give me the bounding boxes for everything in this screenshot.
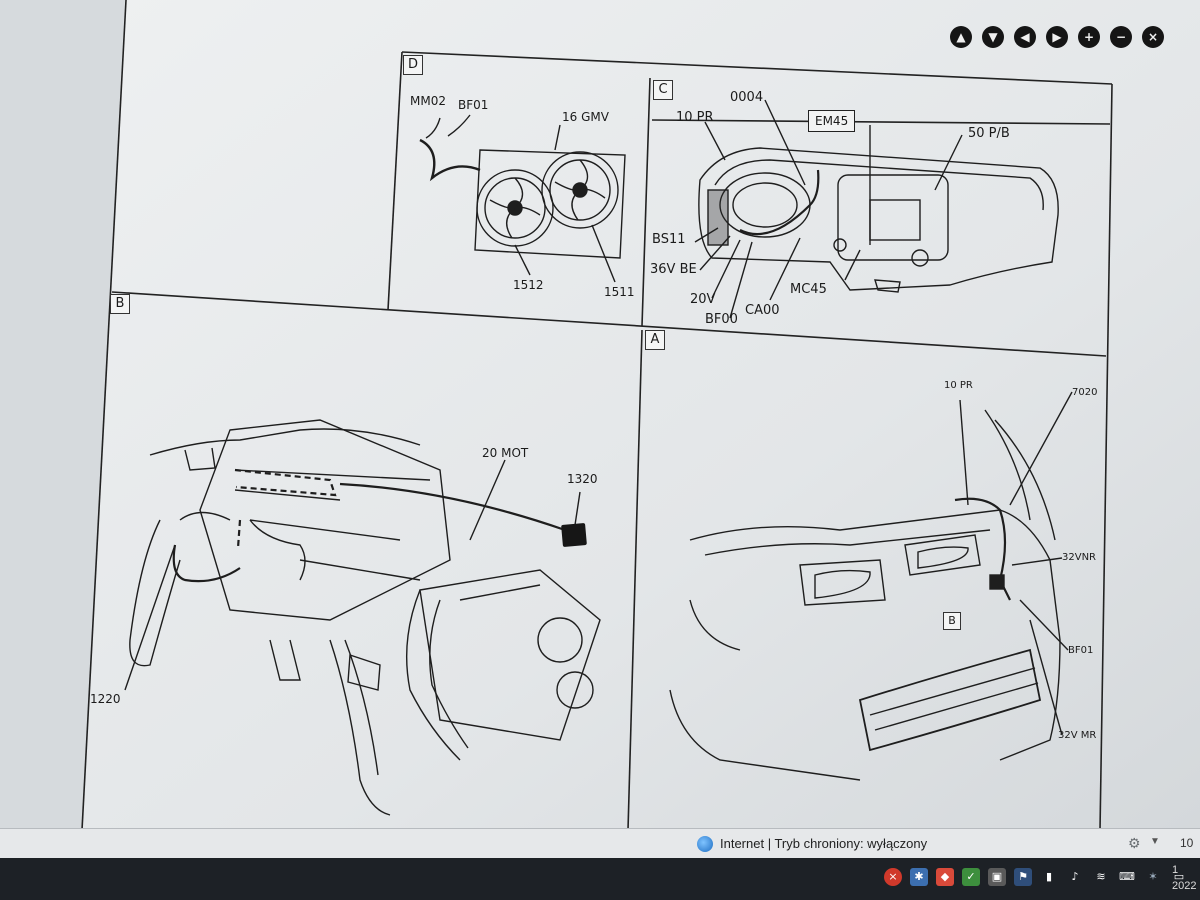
up-arrow-icon[interactable]: ▲	[950, 26, 972, 48]
wiring-diagram-sheet: D C B A MM02 BF01 16 GMV 1512 1511 0004 …	[81, 0, 1200, 830]
label-1320: 1320	[567, 472, 598, 486]
panel-label-d: D	[403, 55, 423, 75]
label-36vbe: 36V BE	[650, 262, 697, 277]
zoom-out-icon[interactable]: −	[1110, 26, 1132, 48]
label-1220: 1220	[90, 692, 121, 706]
panel-b-engine	[124, 419, 601, 816]
label-mc45: MC45	[790, 282, 827, 297]
language-icon[interactable]: ⌨	[1119, 870, 1135, 883]
label-em45: EM45	[808, 110, 856, 132]
panel-a-vehicle-front	[669, 391, 1073, 781]
label-10pr-a: 10 PR	[944, 380, 973, 391]
label-50pb: 50 P/B	[968, 126, 1010, 141]
label-ca00: CA00	[745, 303, 780, 318]
zoom-in-icon[interactable]: +	[1078, 26, 1100, 48]
label-1512: 1512	[513, 278, 544, 292]
label-1511: 1511	[604, 285, 635, 299]
wifi-icon[interactable]: ≋	[1096, 870, 1106, 883]
label-bs11: BS11	[652, 232, 686, 247]
display-icon[interactable]: ▭	[1173, 870, 1185, 883]
label-mm02: MM02	[410, 94, 446, 108]
diagram-nav-toolbar: ▲ ▼ ◀ ▶ + − ×	[950, 26, 1164, 48]
paper	[82, 0, 1200, 830]
chevron-down-icon[interactable]: ▼	[1150, 836, 1160, 847]
network-tray-icon[interactable]: ⚑	[1014, 868, 1032, 886]
device-tray-icon[interactable]: ▣	[988, 868, 1006, 886]
connector-1320	[561, 523, 587, 547]
label-b-marker: B	[943, 612, 961, 630]
security-zone-text: Internet | Tryb chroniony: wyłączony	[720, 836, 928, 851]
windows-taskbar: × ✱ ◆ ✓ ▣ ⚑ ▮ ♪ ≋ ⌨ ✶ ▭ 1 2022	[0, 858, 1200, 900]
label-bf00: BF00	[705, 312, 738, 327]
panel-label-b: B	[110, 294, 130, 314]
label-7020: 7020	[1072, 387, 1098, 398]
panel-frames	[81, 0, 1113, 830]
clock-time: 1	[1172, 864, 1179, 876]
label-bf01-a: BF01	[1068, 645, 1094, 656]
label-20mot: 20 MOT	[482, 446, 529, 460]
panel-label-c: C	[653, 80, 673, 100]
antivirus-icon[interactable]: ×	[884, 868, 902, 886]
label-0004: 0004	[730, 90, 764, 105]
label-10pr-c: 10 PR	[676, 110, 714, 125]
down-arrow-icon[interactable]: ▼	[982, 26, 1004, 48]
taskbar-clock[interactable]: 1 2022	[1172, 862, 1196, 894]
app-tray-icon[interactable]: ✱	[910, 868, 928, 886]
panel-label-a: A	[645, 330, 665, 350]
diagram-drawing	[81, 0, 1200, 830]
label-16gmv: 16 GMV	[562, 110, 609, 124]
label-bf01-d: BF01	[458, 98, 489, 112]
browser-status-bar: Internet | Tryb chroniony: wyłączony ⚙ ▼…	[0, 828, 1200, 859]
shield-tray-icon[interactable]: ✓	[962, 868, 980, 886]
right-arrow-icon[interactable]: ▶	[1046, 26, 1068, 48]
zoom-level[interactable]: 10	[1180, 836, 1194, 850]
battery-icon[interactable]: ▮	[1045, 870, 1053, 883]
label-32vnr: 32VNR	[1062, 552, 1096, 563]
remote-tray-icon[interactable]: ◆	[936, 868, 954, 886]
clock-date: 2022	[1172, 880, 1197, 892]
left-arrow-icon[interactable]: ◀	[1014, 26, 1036, 48]
volume-icon[interactable]: ♪	[1071, 870, 1079, 883]
protected-mode-icon[interactable]: ⚙	[1128, 835, 1141, 851]
globe-icon	[697, 836, 713, 852]
system-tray: × ✱ ◆ ✓ ▣ ⚑ ▮ ♪ ≋ ⌨ ✶ ▭	[884, 868, 1188, 886]
label-20v: 20V	[690, 292, 716, 307]
panel-d-fans	[419, 114, 626, 283]
panel-c-dashboard	[694, 99, 1059, 319]
bluetooth-icon[interactable]: ✶	[1148, 870, 1158, 883]
label-32vmr: 32V MR	[1058, 730, 1097, 741]
close-icon[interactable]: ×	[1142, 26, 1164, 48]
